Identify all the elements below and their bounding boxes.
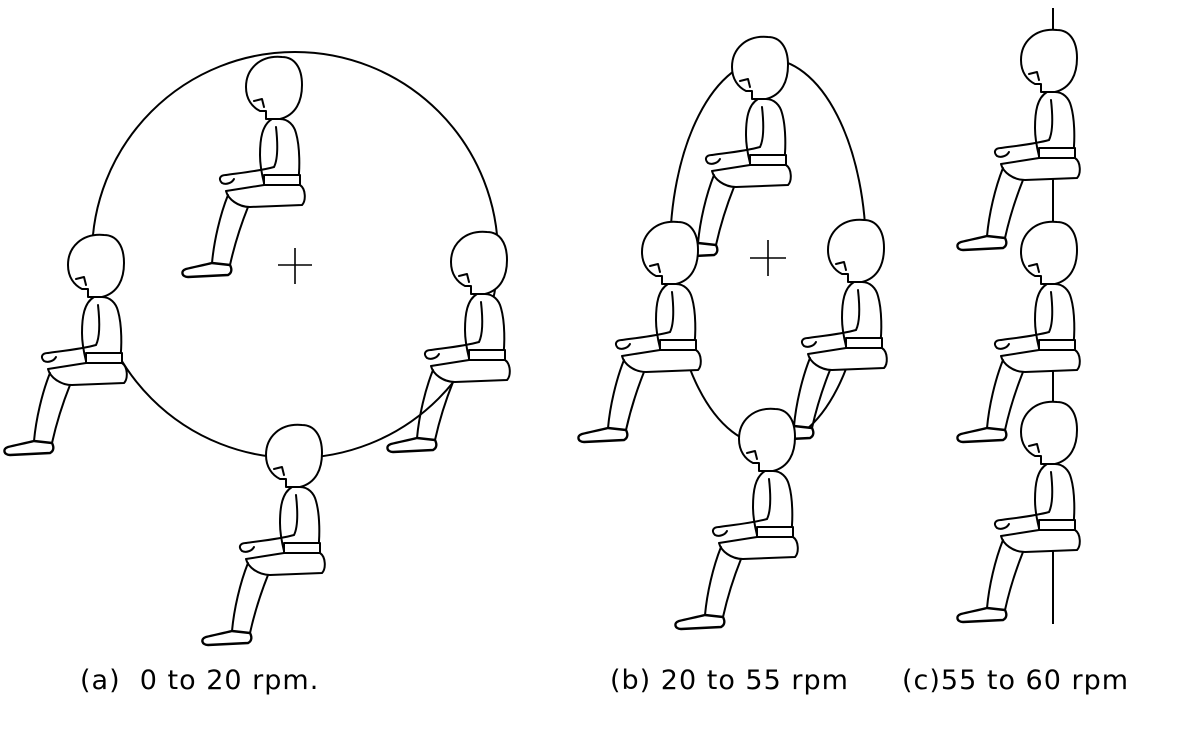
seated-person-icon	[3, 233, 128, 457]
seated-person-icon	[181, 55, 306, 279]
caption-panel-c: (c)55 to 60 rpm	[902, 665, 1130, 696]
caption-panel-a: (a) 0 to 20 rpm.	[80, 665, 320, 696]
panel-a	[3, 51, 511, 647]
seated-person-icon	[956, 28, 1081, 252]
panel-b	[577, 35, 888, 631]
panel-c	[956, 8, 1081, 624]
center-plus-icon	[278, 248, 312, 284]
seated-person-icon	[674, 407, 799, 631]
center-plus-icon	[750, 240, 786, 276]
seated-person-icon	[386, 230, 511, 454]
caption-panel-b: (b) 20 to 55 rpm	[610, 665, 849, 696]
seated-person-icon	[577, 220, 702, 444]
seated-person-icon	[201, 423, 326, 647]
